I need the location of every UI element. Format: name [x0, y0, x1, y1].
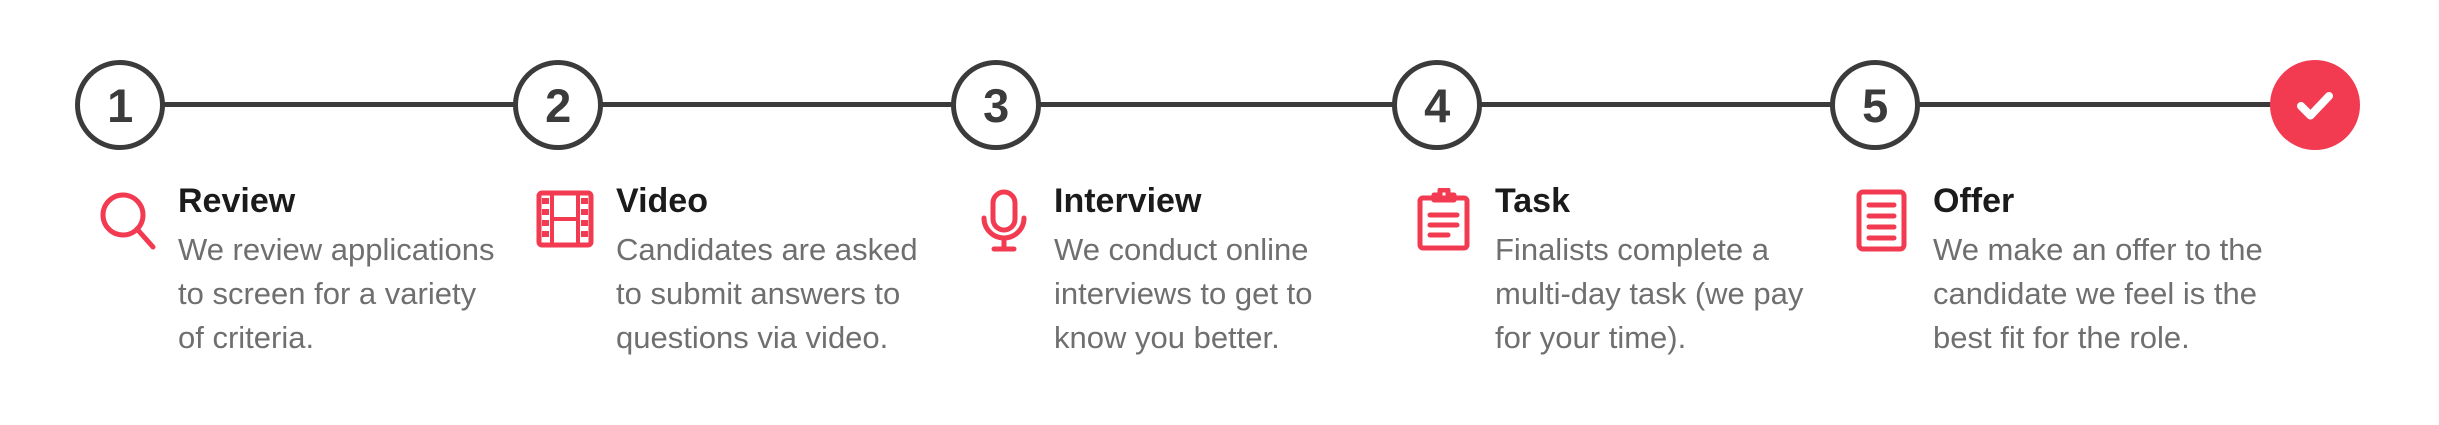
stage-text-video: Video Candidates are asked to submit ans…	[616, 180, 953, 360]
film-strip-icon	[533, 188, 601, 258]
step-node-complete[interactable]	[2270, 60, 2360, 150]
step-node-4[interactable]: 4	[1392, 60, 1482, 150]
clipboard-icon	[1412, 188, 1480, 258]
stage-text-interview: Interview We conduct online interviews t…	[1054, 180, 1391, 360]
stage-item-review: Review We review applications to screen …	[95, 180, 515, 360]
stage-text-review: Review We review applications to screen …	[178, 180, 515, 360]
stage-title-video: Video	[616, 182, 708, 220]
step-number-5: 5	[1862, 78, 1888, 132]
step-number-2: 2	[545, 78, 571, 132]
stage-item-interview: Interview We conduct online interviews t…	[971, 180, 1391, 360]
stage-description-interview: We conduct online interviews to get to k…	[1054, 231, 1313, 355]
stage-description-video: Candidates are asked to submit answers t…	[616, 231, 918, 355]
step-number-4: 4	[1424, 78, 1450, 132]
stage-title-review: Review	[178, 182, 296, 220]
stage-title-interview: Interview	[1054, 182, 1202, 220]
check-icon	[2297, 92, 2333, 120]
step-node-5[interactable]: 5	[1830, 60, 1920, 150]
stage-description-review: We review applications to screen for a v…	[178, 231, 495, 355]
stage-description-task: Finalists complete a multi-day task (we …	[1495, 231, 1804, 355]
step-number-3: 3	[983, 78, 1009, 132]
progress-stepper: 1 2 3 4 5	[0, 0, 2439, 175]
stage-item-offer: Offer We make an offer to the candidate …	[1850, 180, 2270, 360]
magnifier-icon	[95, 188, 163, 258]
stepper-connector-line	[120, 102, 2316, 107]
stage-item-task: Task Finalists complete a multi-day task…	[1412, 180, 1832, 360]
document-icon	[1850, 188, 1918, 258]
stage-item-video: Video Candidates are asked to submit ans…	[533, 180, 953, 360]
stage-title-offer: Offer	[1933, 182, 2015, 220]
stage-text-offer: Offer We make an offer to the candidate …	[1933, 180, 2270, 360]
step-node-2[interactable]: 2	[513, 60, 603, 150]
microphone-icon	[971, 188, 1039, 258]
stage-detail-list: Review We review applications to screen …	[0, 180, 2439, 425]
stage-text-task: Task Finalists complete a multi-day task…	[1495, 180, 1832, 360]
stage-description-offer: We make an offer to the candidate we fee…	[1933, 231, 2263, 355]
step-node-3[interactable]: 3	[951, 60, 1041, 150]
stage-title-task: Task	[1495, 182, 1570, 220]
step-number-1: 1	[107, 78, 133, 132]
step-node-1[interactable]: 1	[75, 60, 165, 150]
